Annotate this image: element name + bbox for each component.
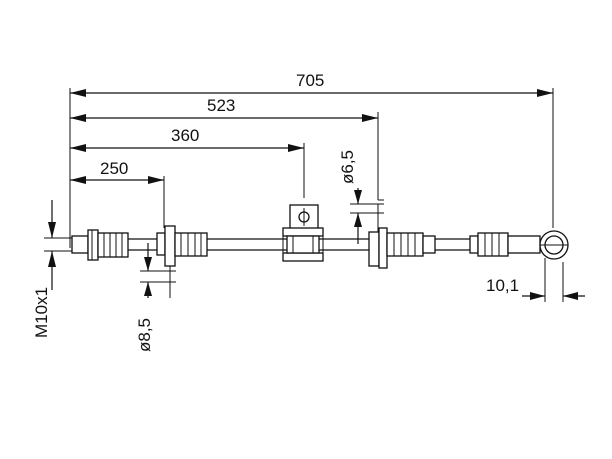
dimension-thread-label: M10x1	[32, 287, 51, 338]
dimension-705: 705	[70, 71, 553, 97]
bracket-250	[156, 225, 208, 267]
dimension-523-label: 523	[207, 96, 235, 115]
dimension-thread: M10x1	[32, 200, 72, 338]
dimension-523: 523	[70, 96, 378, 122]
extension-lines	[69, 88, 564, 302]
left-fitting	[71, 229, 129, 261]
dimension-360-label: 360	[171, 126, 199, 145]
dimension-250-label: 250	[100, 159, 128, 178]
dimension-250: 250	[70, 159, 164, 184]
center-clamp	[282, 204, 324, 262]
bracket-523	[368, 227, 436, 269]
dimension-dia-8-5-label: ø8,5	[135, 318, 154, 352]
dimension-dia-6-5-label: ø6,5	[338, 150, 357, 184]
dimension-10-1-label: 10,1	[486, 276, 519, 295]
dimension-10-1: 10,1	[486, 276, 585, 300]
dimension-dia-8-5: ø8,5	[135, 243, 176, 352]
bracket-marks	[169, 199, 384, 298]
dimension-dia-6-5: ø6,5	[338, 150, 384, 244]
dimension-360: 360	[70, 126, 304, 152]
dimension-705-label: 705	[296, 71, 324, 90]
banjo-eye	[539, 230, 569, 260]
right-fitting	[469, 232, 541, 257]
